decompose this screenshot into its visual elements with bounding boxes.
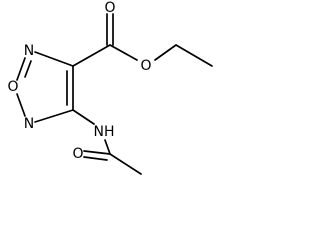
- bond-c4-nh: [72, 109, 95, 125]
- bond-c3-carbonyl: [72, 44, 111, 67]
- bond-amide-c-o-a: [83, 150, 111, 155]
- bond-n5-o1: [16, 93, 26, 117]
- bond-ch2-ch3: [175, 44, 213, 67]
- atom-amide-nh-label: NH: [94, 124, 115, 140]
- bond-n2-o1-inner: [24, 60, 32, 78]
- bond-amide-c-o-b: [83, 156, 108, 161]
- atom-o1-label: O: [7, 79, 18, 95]
- bond-o-ch2: [154, 44, 177, 61]
- atom-n2-label: N: [24, 43, 34, 59]
- atom-ester-carbonyl-o-label: O: [104, 0, 115, 16]
- bond-c4-n5: [34, 109, 74, 123]
- bond-nh-carbonyl: [104, 139, 111, 155]
- bond-carbonyl-o-single: [109, 44, 138, 61]
- chemical-structure-diagram: N O N O O NH O: [7, 0, 213, 175]
- bond-n2-c3: [34, 51, 74, 67]
- atom-amide-o-label: O: [72, 146, 83, 162]
- atom-n5-label: N: [24, 116, 34, 132]
- bond-o1-n2: [16, 57, 26, 81]
- atom-ester-o-label: O: [140, 58, 151, 74]
- bond-carbonyl-methyl: [109, 153, 142, 175]
